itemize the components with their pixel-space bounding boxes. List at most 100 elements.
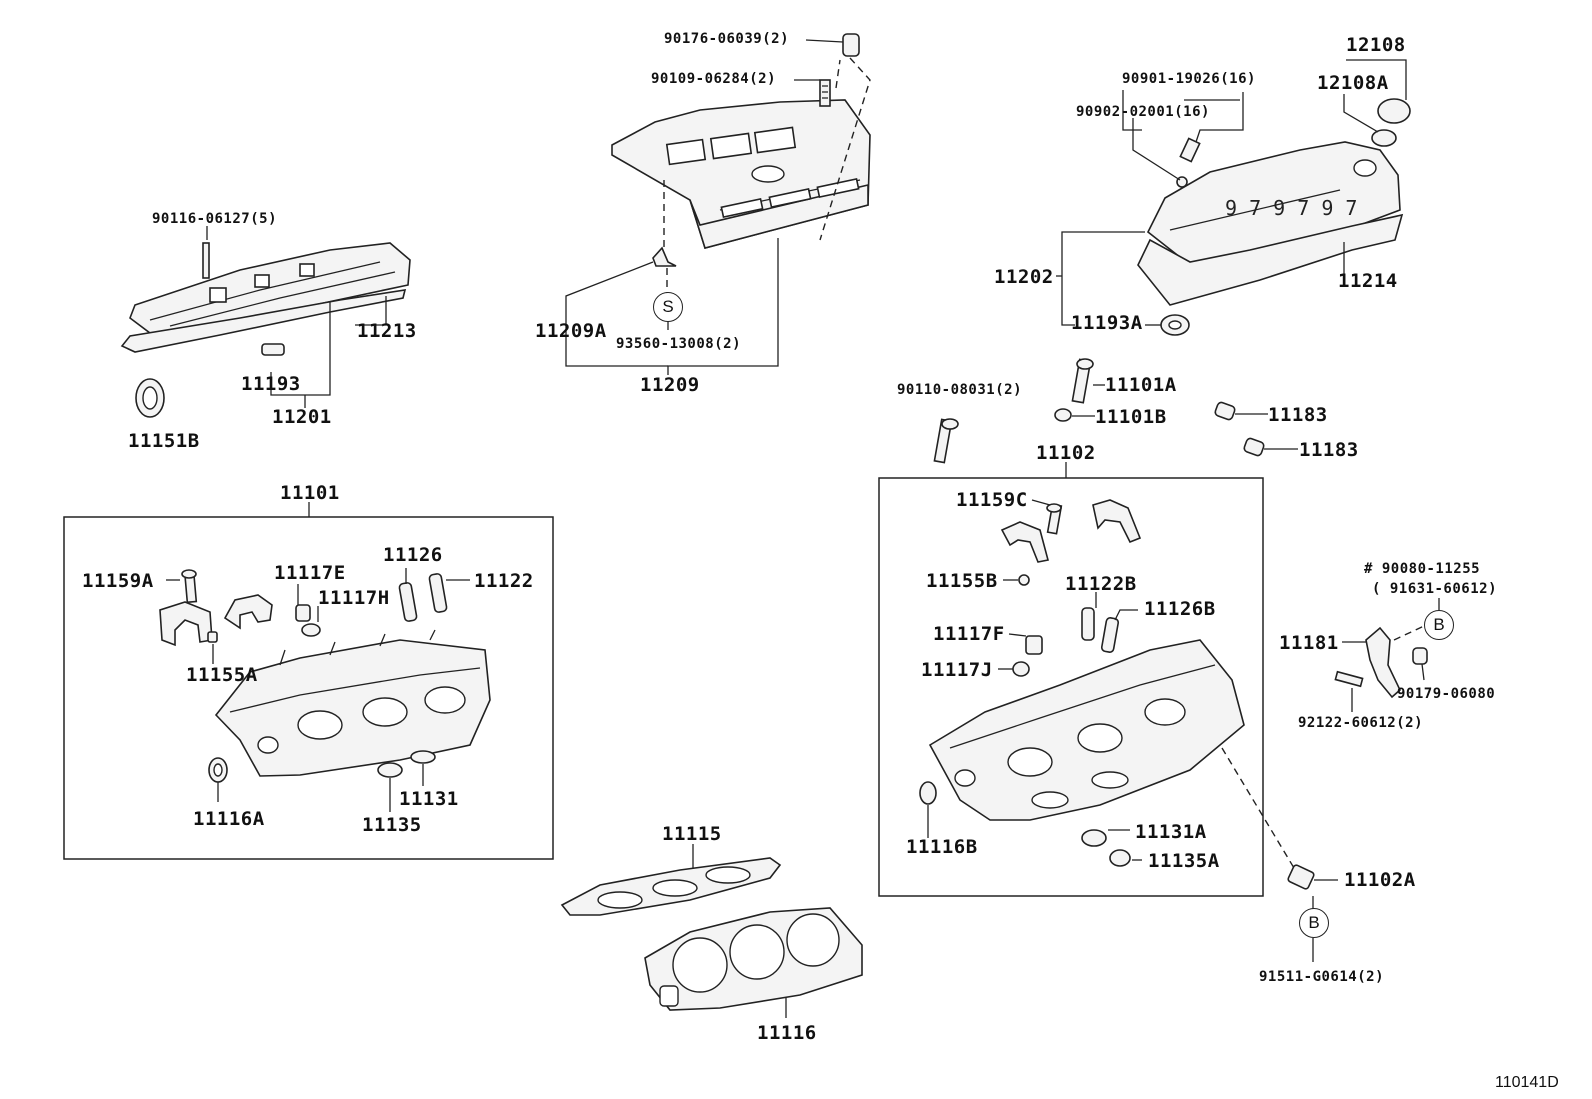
label-11159c: 11159C <box>956 489 1028 511</box>
label-90109-06284: 90109-06284(2) <box>651 71 777 87</box>
label-90080-11255: # 90080-11255 <box>1364 561 1481 577</box>
engine-cover <box>611 99 871 249</box>
seal-11193 <box>261 343 285 356</box>
cylinder-head-right <box>928 639 1245 821</box>
label-11116: 11116 <box>757 1022 817 1044</box>
plug-11183b <box>1243 437 1265 457</box>
label-11135: 11135 <box>362 814 422 836</box>
seal-11116b <box>919 781 937 805</box>
label-11101a: 11101A <box>1105 374 1177 396</box>
label-11102a: 11102A <box>1344 869 1416 891</box>
label-11101b: 11101B <box>1095 406 1167 428</box>
gasket-11117h <box>301 623 321 637</box>
stud-92122 <box>1334 670 1364 688</box>
label-11115: 11115 <box>662 823 722 845</box>
label-11135a: 11135A <box>1148 850 1220 872</box>
gasket-11115 <box>560 857 782 916</box>
grommet-90176 <box>842 33 860 57</box>
washer-11101b <box>1054 408 1072 422</box>
label-92122-60612: 92122-60612(2) <box>1298 715 1424 731</box>
guide-11122 <box>428 573 448 613</box>
label-11117h: 11117H <box>318 587 390 609</box>
stud-90109 <box>819 79 831 107</box>
label-11159a: 11159A <box>82 570 154 592</box>
callout-b-sensor: B <box>1299 908 1329 938</box>
plug-11183a <box>1214 401 1236 421</box>
label-11117j: 11117J <box>921 659 993 681</box>
label-12108: 12108 <box>1346 34 1406 56</box>
guide-11122b <box>1081 607 1095 641</box>
gasket-11131 <box>410 750 436 764</box>
label-11209: 11209 <box>640 374 700 396</box>
label-11126b: 11126B <box>1144 598 1216 620</box>
bracket-11181 <box>1365 626 1401 699</box>
label-90116-06127: 90116-06127(5) <box>152 211 278 227</box>
seal-11116a <box>208 757 228 783</box>
label-11155b: 11155B <box>926 570 998 592</box>
label-11183-upper: 11183 <box>1268 404 1328 426</box>
gasket-11131a <box>1081 829 1107 847</box>
guide-11126 <box>398 582 418 622</box>
bolt-11159c <box>1046 503 1063 535</box>
figure-id: 110141D <box>1495 1074 1559 1091</box>
label-11116a: 11116A <box>193 808 265 830</box>
plug-11117e <box>295 604 311 622</box>
nut-90179 <box>1412 647 1428 665</box>
label-90110-08031: 90110-08031(2) <box>897 382 1023 398</box>
seal-11151b <box>135 378 165 418</box>
label-91631-60612: ( 91631-60612) <box>1372 581 1498 597</box>
callout-b-bracket: B <box>1424 610 1454 640</box>
bolt-11101a <box>1071 358 1094 404</box>
label-11126: 11126 <box>383 544 443 566</box>
cam-cap-right-1 <box>1000 521 1049 563</box>
cam-cap-right-2 <box>1092 499 1142 544</box>
cam-cap-left-2 <box>223 594 273 630</box>
label-11209a: 11209A <box>535 320 607 342</box>
guide-11126b <box>1100 617 1120 653</box>
label-11102: 11102 <box>1036 442 1096 464</box>
label-11213: 11213 <box>357 320 417 342</box>
sensor-11102a <box>1287 864 1315 890</box>
label-11117e: 11117E <box>274 562 346 584</box>
label-11131a: 11131A <box>1135 821 1207 843</box>
gasket-11117j <box>1012 661 1030 677</box>
label-90901-19026: 90901-19026(16) <box>1122 71 1256 87</box>
label-90176-06039: 90176-06039(2) <box>664 31 790 47</box>
label-11193a: 11193A <box>1071 312 1143 334</box>
label-11201: 11201 <box>272 406 332 428</box>
label-91511-g0614: 91511-G0614(2) <box>1259 969 1385 985</box>
label-11202: 11202 <box>994 266 1054 288</box>
pin-11155b <box>1018 574 1030 586</box>
gasket-11135 <box>377 762 403 778</box>
label-11155a: 11155A <box>186 664 258 686</box>
label-93560-13008: 93560-13008(2) <box>616 336 742 352</box>
cap-12108 <box>1371 98 1411 147</box>
plug-11117f <box>1025 635 1043 655</box>
label-11101: 11101 <box>280 482 340 504</box>
label-11131: 11131 <box>399 788 459 810</box>
bolt-90110 <box>933 418 959 464</box>
svg-text:9 7 9 7 9 7: 9 7 9 7 9 7 <box>1225 196 1357 220</box>
gasket-11116 <box>644 907 863 1011</box>
callout-s: S <box>653 292 683 322</box>
label-11122: 11122 <box>474 570 534 592</box>
label-11151b: 11151B <box>128 430 200 452</box>
label-11183-lower: 11183 <box>1299 439 1359 461</box>
assembly-box-11102 <box>878 477 1264 897</box>
gasket-11135a <box>1109 849 1131 867</box>
seal-11193a <box>1160 314 1190 336</box>
label-11193: 11193 <box>241 373 301 395</box>
label-12108a: 12108A <box>1317 72 1389 94</box>
label-11181: 11181 <box>1279 632 1339 654</box>
label-11117f: 11117F <box>933 623 1005 645</box>
cylinder-head-left <box>214 629 491 777</box>
valve-cover-left <box>120 242 411 353</box>
valve-cover-right: 9 7 9 7 9 7 <box>1137 141 1404 306</box>
cam-cap-left-1 <box>159 601 213 647</box>
bracket-11209a <box>652 246 677 267</box>
pin-11155a <box>207 631 218 643</box>
label-90179-06080: 90179-06080 <box>1397 686 1496 702</box>
label-11122b: 11122B <box>1065 573 1137 595</box>
label-90902-02001: 90902-02001(16) <box>1076 104 1210 120</box>
